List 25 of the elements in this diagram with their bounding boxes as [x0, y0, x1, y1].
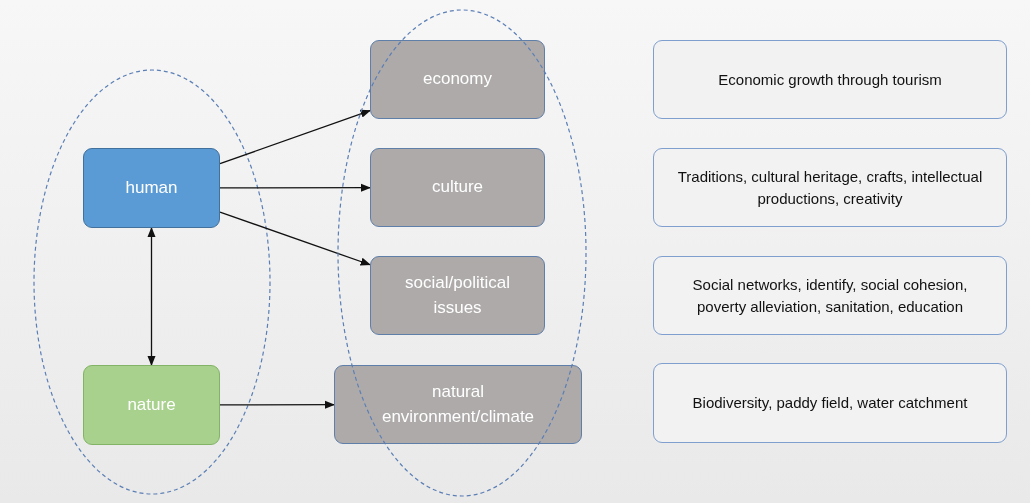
box-label: human [124, 176, 179, 199]
box-label: economy [422, 68, 493, 91]
box-label: natural environment/climate [380, 380, 536, 428]
description-box [653, 148, 1007, 227]
arrow [219, 109, 371, 165]
arrow [219, 183, 372, 192]
box-label: Traditions, cultural heritage, crafts, intellectual productions, creativity [676, 166, 984, 209]
process-box [370, 40, 545, 119]
box-label: Economic growth through tourism [717, 69, 943, 90]
arrow [219, 211, 371, 266]
box-label: social/political issues [404, 271, 511, 319]
box-label: culture [431, 176, 484, 199]
description-box [653, 40, 1007, 119]
process-box [334, 365, 582, 444]
process-box [370, 148, 545, 227]
process-box [370, 256, 545, 335]
arrow [147, 226, 156, 367]
arrow [219, 400, 336, 409]
box-label: nature [126, 393, 177, 416]
box-label: Social networks, identify, social cohesion, poverty alleviation, sanitation, education [691, 274, 969, 317]
description-box [653, 363, 1007, 443]
process-box [83, 148, 220, 228]
box-label: Biodiversity, paddy field, water catchment [691, 393, 969, 414]
description-box [653, 256, 1007, 335]
process-box [83, 365, 220, 445]
